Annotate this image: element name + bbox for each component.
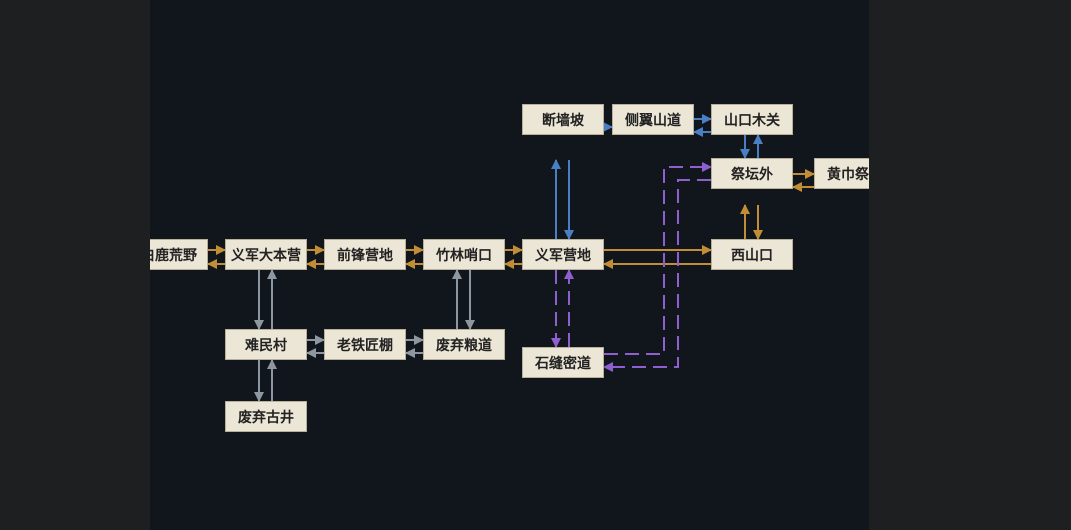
route-secret-to-altar [604, 162, 712, 355]
node-flank-mountain-road[interactable]: 侧翼山道 [612, 104, 694, 135]
node-west-pass[interactable]: 西山口 [711, 239, 793, 270]
node-secret-passage[interactable]: 石缝密道 [522, 347, 604, 378]
node-pass-wooden-gate[interactable]: 山口木关 [711, 104, 793, 135]
node-bamboo-outpost[interactable]: 竹林哨口 [423, 239, 505, 270]
node-main-camp[interactable]: 义军大本营 [225, 239, 307, 270]
route-altar-to-secret [603, 179, 711, 372]
node-abandoned-well[interactable]: 废弃古井 [225, 401, 307, 432]
node-rebel-camp[interactable]: 义军营地 [522, 239, 604, 270]
node-refugee-village[interactable]: 难民村 [225, 329, 307, 360]
connection-layer [207, 114, 815, 402]
node-outside-altar[interactable]: 祭坛外 [711, 158, 793, 189]
map-canvas: 白鹿荒野 义军大本营 前锋营地 竹林哨口 义军营地 西山口 难民村 老铁匠棚 废… [150, 0, 869, 530]
node-broken-wall-slope[interactable]: 断墙坡 [522, 104, 604, 135]
node-abandoned-supply-road[interactable]: 废弃粮道 [423, 329, 505, 360]
node-blacksmith-shed[interactable]: 老铁匠棚 [324, 329, 406, 360]
node-vanguard-camp[interactable]: 前锋营地 [324, 239, 406, 270]
node-yellow-turban-altar[interactable]: 黄巾祭坛 [814, 158, 869, 189]
node-bailu-wilds[interactable]: 白鹿荒野 [150, 239, 208, 270]
